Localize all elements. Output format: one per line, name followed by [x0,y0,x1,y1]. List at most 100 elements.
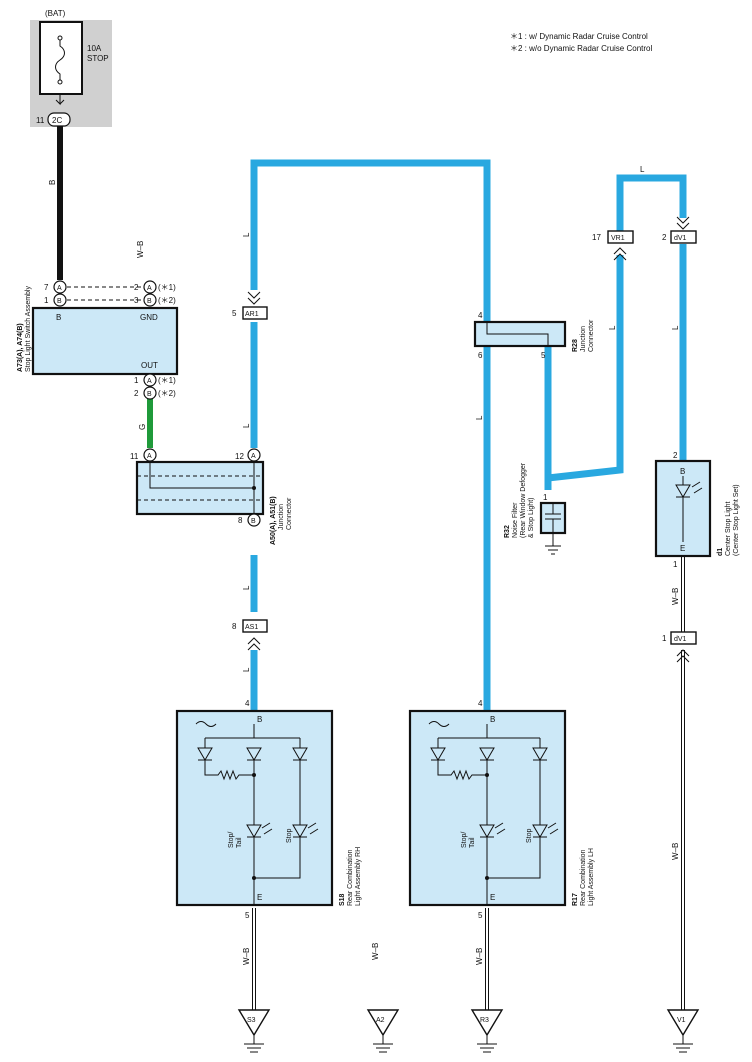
junction-r28-id: R28 [572,339,579,352]
stop-switch-note-2-out: (＊2) [158,389,176,398]
ac-icon-lh [428,721,450,727]
rear-rh-e-label: E [257,893,262,902]
wire-l-label-4: L [242,667,251,672]
rear-lh-b-label: B [490,715,495,724]
led-icon-d1 [675,476,691,542]
junction-a50-pin-11: 11 [130,452,139,461]
ground-a2-label: A2 [376,1017,385,1024]
stop-switch-pin-3-gnd: 3 [134,296,139,305]
noise-filter-name2: (Rear Window Defogger [520,462,527,538]
fuse-icon [55,38,65,82]
rear-lh-name2: Light Assembly LH [588,848,595,906]
capacitor-icon [545,503,561,533]
wire-l-label-5: L [475,415,484,420]
connector-ar1-label: AR1 [245,311,259,318]
wire-wb-label-a2: W–B [371,943,380,960]
noise-filter-r32: 1 R32 Noise Filter (Rear Window Defogger… [504,462,567,555]
center-stop-light-id: d1 [717,548,724,556]
junction-a50-id: A50(A), A51(B) [270,496,277,545]
junction-r28-name: Junction [580,326,587,352]
fuse-source-label: (BAT) [45,9,66,18]
wire-l-vr1 [547,255,624,482]
connector-dv1-top-label: dV1 [674,235,687,242]
stop-switch-conn-b-gnd-label: B [147,298,152,305]
legend-note-1: ＊1 : w/ Dynamic Radar Cruise Control [510,32,648,41]
stop-switch-out-label: OUT [141,361,158,370]
wire-l-top [250,159,491,322]
resistor-icon-lh [437,760,487,781]
rear-lh-stop-tail-label2: Tail [469,837,476,848]
connector-as1-label: AS1 [245,624,258,631]
wire-l-label-8: L [671,325,680,330]
wire-l-label-1: L [242,232,251,237]
ground-r3-label: R3 [480,1017,489,1024]
wire-wb-label-r3: W–B [475,948,484,965]
rear-rh-id: S18 [339,893,346,906]
rear-rh-stop-tail-label: Stop/ [228,832,235,848]
wire-wb-label-s3: W–B [242,948,251,965]
rear-lh-name: Rear Combination [580,849,587,906]
rear-rh-b-label: B [257,715,262,724]
rear-lh-stop-tail-label: Stop/ [461,832,468,848]
resistor-icon-rh [204,760,254,781]
stop-light-switch: B GND OUT A73(A), A74(B) Stop Light Swit… [17,280,179,400]
center-stop-light-d1: 2 B E 1 d1 Center Stop Light (Center Sto… [654,451,740,569]
stop-switch-pin-1-left: 1 [44,296,49,305]
stop-switch-box [31,306,179,376]
rear-lh-id: R17 [572,893,579,906]
junction-a50: 11 A 12 A 8 B A50(A), A51(B) Junction Co… [130,448,293,545]
rear-combination-rh-s18: 4 B E Stop/ Tail Stop 5 S18 Rear Combina… [175,699,362,920]
stop-switch-conn-b-left [53,293,67,307]
rear-lh-e-label: E [490,893,495,902]
stop-switch-pin-1-out: 1 [134,376,139,385]
stop-switch-note-2-gnd: (＊2) [158,296,176,305]
fuse-rating: 10A [87,44,102,53]
junction-r28-name2: Connector [588,319,595,352]
center-stop-light-b-label: B [680,467,685,476]
ground-icon-r3 [477,1035,497,1053]
stop-switch-conn-b-out [143,386,157,400]
stop-switch-gnd-label: GND [140,313,158,322]
ground-v1: V1 [666,1009,700,1053]
junction-a50-conn-b-label: B [251,518,256,525]
connector-dv1-bottom-label: dV1 [674,636,687,643]
stop-switch-id: A73(A), A74(B) [17,323,24,372]
junction-a50-pin-12: 12 [235,452,244,461]
ground-s3-label: S3 [247,1017,256,1024]
wire-b-label: B [48,180,57,185]
connector-vr1-pin: 17 [592,233,601,242]
rear-rh-name: Rear Combination [347,849,354,906]
fuse-name: STOP [87,54,109,63]
connector-as1: AS1 8 [232,619,268,651]
stop-switch-conn-b-out-label: B [147,391,152,398]
junction-a50-conn-a-right [247,448,261,462]
stop-switch-pin-2-out: 2 [134,389,139,398]
wire-l-label-2: L [242,423,251,428]
junction-a50-name: Junction [278,504,285,530]
stop-switch-b-label: B [56,313,61,322]
center-stop-light-pin-1: 1 [673,560,678,569]
noise-filter-pin-1: 1 [543,493,548,502]
stop-switch-pin-7: 7 [44,283,49,292]
rear-lh-stop-label: Stop [526,828,533,843]
ground-icon-s3 [244,1035,264,1053]
connector-vr1-label: VR1 [611,235,625,242]
ground-r3: R3 [470,1009,504,1053]
legend-note-2: ＊2 : w/o Dynamic Radar Cruise Control [510,44,652,53]
connector-dv1-top: dV1 2 [662,216,697,244]
stop-switch-conn-a-out [143,373,157,387]
ground-s3: S3 [237,1009,271,1053]
connector-ar1-pin: 5 [232,309,237,318]
connector-vr1: VR1 17 [592,230,634,261]
ground-v1-label: V1 [677,1017,686,1024]
center-stop-light-name: Center Stop Light [725,501,732,556]
wire-l-label-3: L [242,585,251,590]
ground-icon-r32 [545,533,561,555]
stop-switch-conn-a-gnd-label: A [147,285,152,292]
connector-dv1-bottom-pin: 1 [662,634,667,643]
connector-ar1: AR1 5 [232,291,268,320]
rear-rh-stop-label: Stop [286,828,293,843]
stop-switch-name: Stop Light Switch Assembly [25,286,32,372]
wire-l-label-7: L [640,165,645,174]
